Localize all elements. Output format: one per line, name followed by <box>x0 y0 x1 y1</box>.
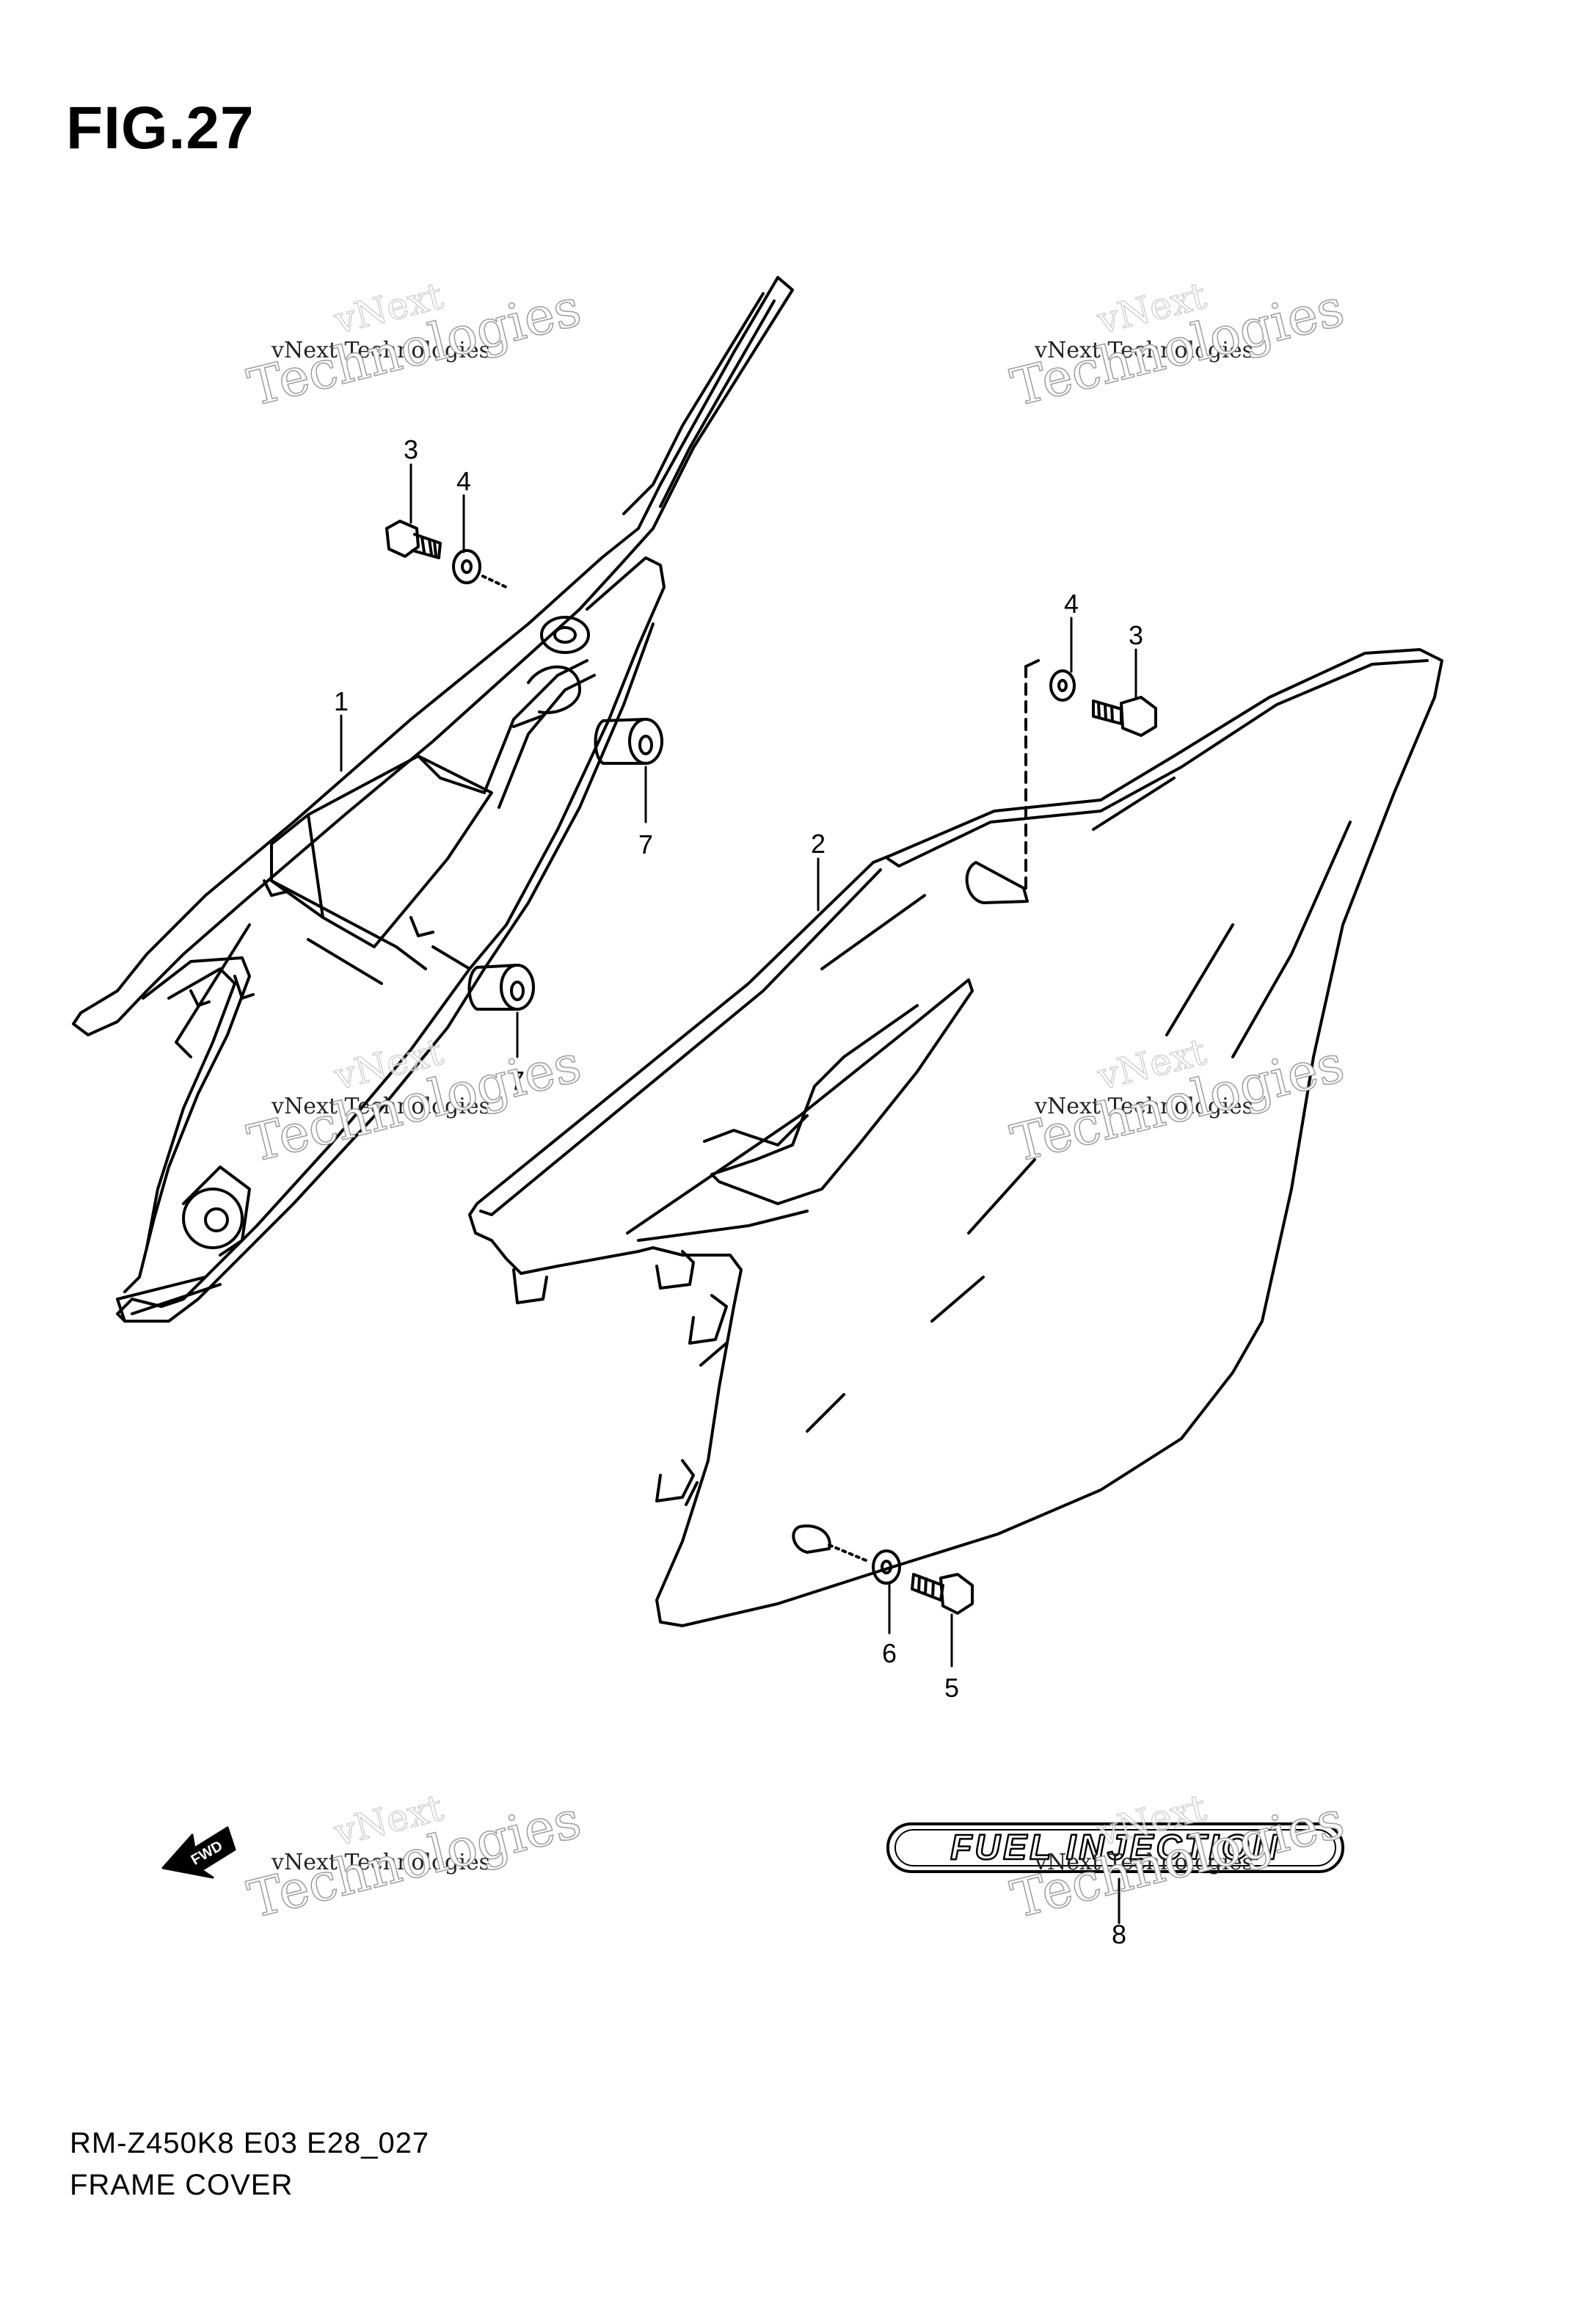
callout-8: 8 <box>1112 1919 1126 1949</box>
part-3-bolt-right <box>1092 696 1157 737</box>
part-7-collar-lower <box>431 945 535 1011</box>
callout-7-lower: 7 <box>510 1066 525 1096</box>
model-code: RM-Z450K8 E03 E28_027 <box>70 2127 430 2159</box>
part-3-bolt-left <box>385 520 442 559</box>
callout-3-right: 3 <box>1129 620 1143 650</box>
part-7-collar-upper <box>594 718 663 765</box>
part-4-washer-left <box>452 549 508 589</box>
callout-1: 1 <box>334 686 349 716</box>
fwd-arrow-icon: FWD <box>161 1826 236 1879</box>
part-6-washer <box>828 1544 901 1585</box>
figure-title: FIG.27 <box>66 95 255 161</box>
callout-7-upper: 7 <box>638 829 653 859</box>
callout-4-left: 4 <box>456 466 471 496</box>
callout-numbers: 3 4 1 7 7 2 4 3 6 5 8 <box>334 435 1143 1949</box>
callout-4-right: 4 <box>1064 589 1079 619</box>
callout-5: 5 <box>944 1673 959 1703</box>
part-1-frame-bracket <box>72 276 794 1323</box>
callout-2: 2 <box>811 829 826 859</box>
part-2-side-cover <box>468 648 1443 1627</box>
callout-leaders <box>340 463 1137 1924</box>
callout-6: 6 <box>882 1638 897 1668</box>
part-5-bolt <box>911 1573 974 1615</box>
decal-text: FUEL INJECTION <box>950 1828 1280 1867</box>
figure-name: FRAME COVER <box>70 2169 294 2201</box>
callout-3-left: 3 <box>404 435 418 465</box>
part-4-washer-right <box>1024 659 1076 890</box>
part-8-fuel-injection-decal: FUEL INJECTION <box>886 1822 1344 1873</box>
